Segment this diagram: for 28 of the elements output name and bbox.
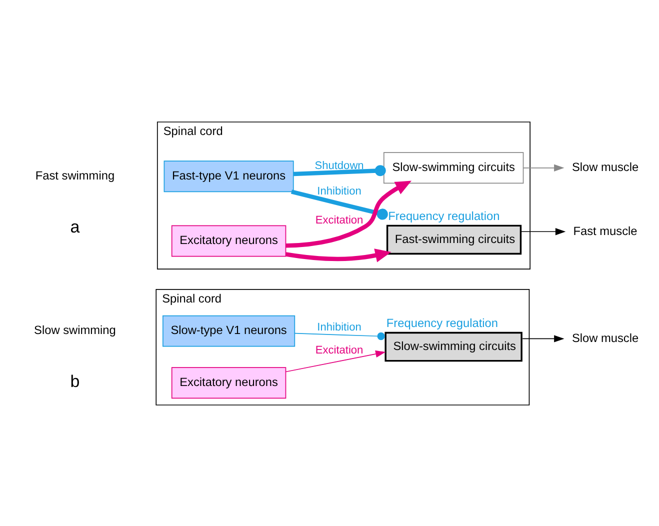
arrow [522,164,564,171]
arrow [286,180,412,248]
label: Slow swimming [34,322,116,337]
arrow [285,248,392,262]
node-label: Frequency regulation [386,315,498,330]
edge-label: Inhibition [317,185,362,198]
arrow [286,350,386,372]
edge-label: Excitation [315,344,364,356]
connector [294,332,385,340]
node-box: Slow-swimming circuits [383,152,524,184]
connector [294,164,386,176]
label: b [70,372,80,391]
label: a [70,216,80,236]
node-text: Slow muscle [572,160,639,174]
node-box: Excitatory neurons [171,366,286,398]
connector [290,189,388,220]
label: Fast swimming [35,168,115,182]
arrow [522,334,564,342]
node-box: Slow-type V1 neurons [162,314,296,346]
edge-label: Inhibition [317,321,362,334]
edge-label: Excitation [315,214,364,226]
node-label: Frequency regulation [388,208,500,222]
node-box: Excitatory neurons [171,224,286,256]
edge-label: Shutdown [314,160,364,172]
node-text: Slow muscle [572,330,639,344]
node-box: Fast-type V1 neurons [164,160,294,192]
node-text: Fast muscle [573,223,638,238]
arrow [520,228,566,235]
